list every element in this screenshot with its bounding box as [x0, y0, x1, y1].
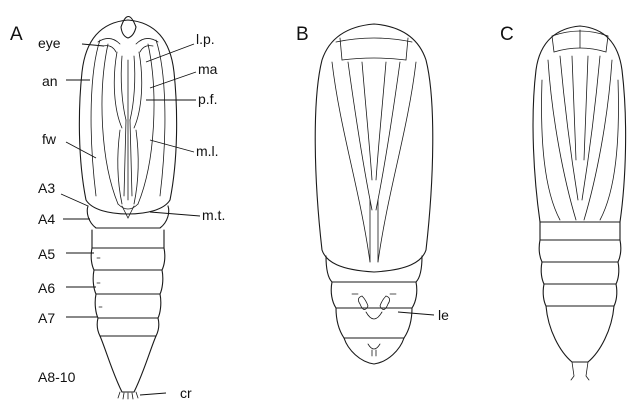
panel-letter-a: A [10, 24, 23, 45]
label-segment-a3: A3 [38, 180, 55, 196]
label-prothoracic-femur: p.f. [198, 91, 217, 107]
label-metathoracic-tarsus: m.t. [202, 207, 225, 223]
label-segment-a8-10: A8-10 [38, 369, 76, 385]
label-le: le [438, 307, 449, 323]
label-antenna: an [42, 73, 58, 89]
label-segment-a4: A4 [38, 211, 55, 227]
panel-letter-b: B [296, 24, 309, 45]
panel-a-pupa-ventral [79, 17, 176, 400]
label-labial-palp: l.p. [196, 31, 215, 47]
panel-letter-c: C [500, 24, 514, 45]
panel-b-le-leader [398, 312, 434, 315]
label-cremaster: cr [180, 385, 192, 401]
panel-c-pupa-lateral [533, 26, 626, 380]
label-segment-a7: A7 [38, 310, 55, 326]
panel-a-leader-lines [61, 44, 200, 395]
label-segment-a5: A5 [38, 246, 55, 262]
label-forewing: fw [42, 131, 57, 147]
label-maxilla: ma [198, 61, 218, 77]
label-eye: eye [38, 35, 61, 51]
label-segment-a6: A6 [38, 280, 55, 296]
label-mesothoracic-leg: m.l. [196, 143, 219, 159]
